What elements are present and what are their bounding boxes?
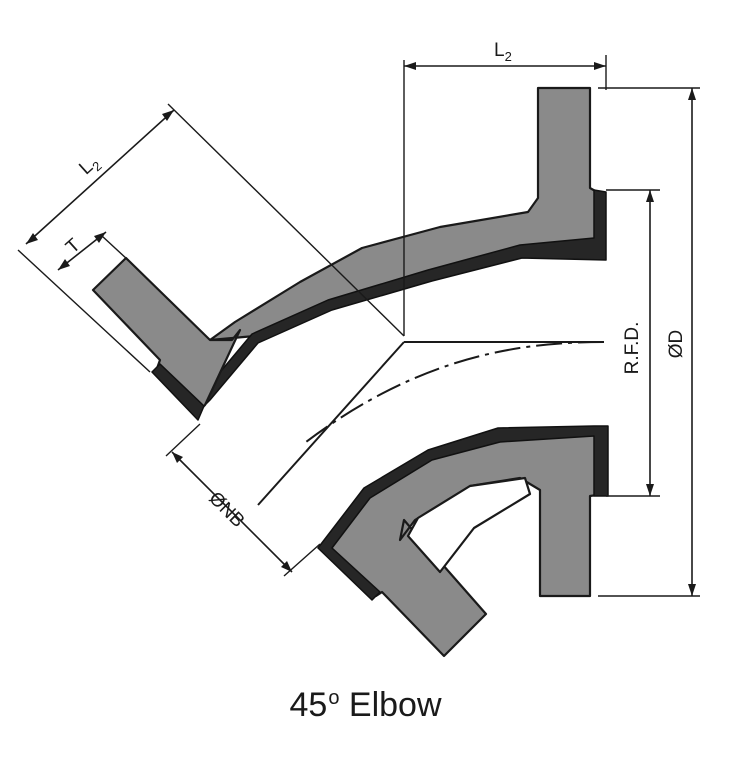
dimension-thickness: T: [57, 231, 129, 271]
bore-diagonal-line: [257, 341, 405, 506]
bore-lines: [257, 341, 605, 506]
nominal-bore-label: ØNB: [204, 488, 248, 532]
dimension-l2-horizontal: L2: [403, 40, 607, 336]
caption-label: Elbow: [348, 686, 442, 724]
caption-degree-symbol: o: [328, 686, 340, 709]
l2-horizontal-label: L2: [494, 40, 512, 64]
right-flange-bottom-liner: [317, 425, 609, 601]
bottom-flange-pocket: [406, 476, 532, 574]
center-line: [305, 341, 605, 443]
right-flange-top: [197, 86, 607, 413]
figure-caption: 45o Elbow: [0, 686, 731, 725]
dimension-l2-angled: L2: [17, 103, 405, 373]
right-flange-top-body: [208, 86, 606, 342]
left-flange-liner: [151, 363, 205, 421]
right-flange-bottom: [317, 425, 609, 658]
rfd-label: R.F.D.: [622, 322, 643, 375]
outer-diameter-label: ØD: [666, 330, 687, 359]
dimension-outer-diameter: ØD: [598, 87, 700, 597]
dimension-raised-face-diameter: R.F.D.: [606, 189, 660, 497]
left-flange: [91, 256, 242, 421]
caption-angle: 45: [289, 686, 328, 724]
dimension-nominal-bore: ØNB: [165, 423, 321, 577]
thickness-label: T: [62, 234, 85, 258]
